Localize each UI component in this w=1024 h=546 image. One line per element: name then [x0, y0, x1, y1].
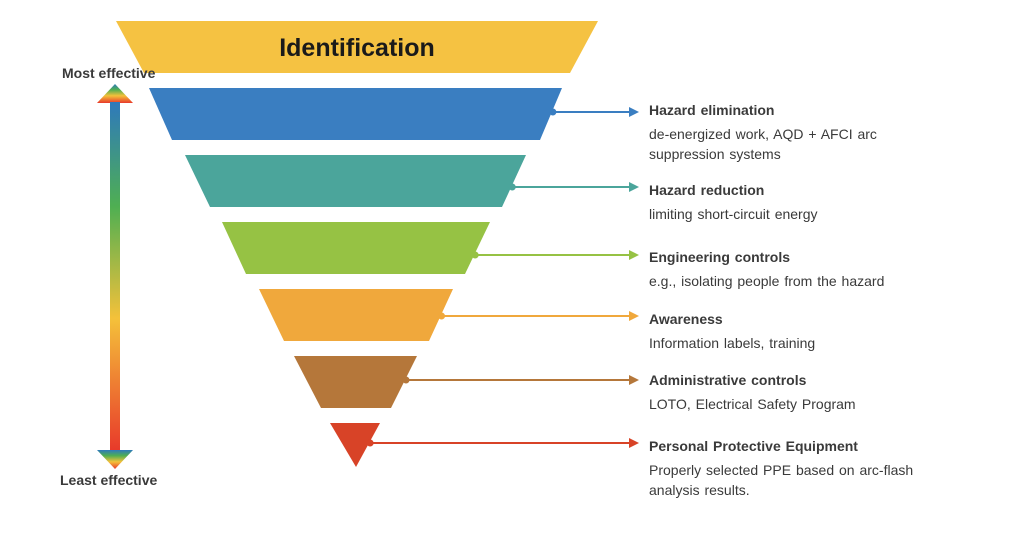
connector-administrative-controls — [402, 375, 639, 385]
entry-description-line: Information labels, training — [649, 335, 816, 351]
connector-arrowhead — [629, 250, 639, 260]
entry-description: e.g., isolating people from the hazard — [649, 271, 949, 291]
entry-title: Engineering controls — [649, 249, 791, 265]
band-engineering-controls — [222, 222, 490, 274]
identification-band — [116, 21, 598, 73]
least-effective-label: Least effective — [60, 472, 158, 488]
connector-arrowhead — [629, 182, 639, 192]
band-administrative-controls — [294, 356, 417, 408]
effectiveness-arrow — [97, 84, 133, 469]
connector-dot — [508, 183, 516, 191]
entry-hazard-elimination: Hazard elimination de-energized work, AQD… — [649, 101, 949, 164]
connector-hazard-elimination — [549, 107, 639, 117]
entry-engineering-controls: Engineering controls e.g., isolating peop… — [649, 248, 949, 291]
connector-awareness — [438, 311, 639, 321]
entry-description: limiting short-circuit energy — [649, 204, 949, 224]
entry-title: Administrative controls — [649, 372, 807, 388]
entry-title: Personal Protective Equipment — [649, 438, 858, 454]
entry-hazard-reduction: Hazard reduction limiting short-circuit e… — [649, 181, 949, 224]
connector-dot — [471, 251, 479, 259]
band-personal-protective-equipment — [330, 423, 380, 467]
entry-description-line: limiting short-circuit energy — [649, 206, 818, 222]
band-hazard-elimination — [149, 88, 562, 140]
arrow-down-head — [97, 450, 133, 469]
connector-personal-protective-equipment — [366, 438, 639, 448]
band-hazard-reduction — [185, 155, 526, 207]
identification-title: Identification — [279, 34, 435, 62]
connector-engineering-controls — [471, 250, 639, 260]
entry-description-line: LOTO, Electrical Safety Program — [649, 396, 856, 412]
connector-dot — [549, 108, 557, 116]
entry-description: de-energized work, AQD + AFCI arc suppres… — [649, 124, 949, 164]
entry-description-line: de-energized work, AQD + AFCI arc — [649, 126, 877, 142]
entry-title: Hazard reduction — [649, 182, 765, 198]
entry-title: Hazard elimination — [649, 102, 775, 118]
entry-description: LOTO, Electrical Safety Program — [649, 394, 949, 414]
entry-description: Information labels, training — [649, 333, 949, 353]
connector-dot — [366, 439, 374, 447]
arrow-up-head — [97, 84, 133, 103]
connector-hazard-reduction — [508, 182, 639, 192]
entry-title: Awareness — [649, 311, 723, 327]
entry-description-line: e.g., isolating people from the hazard — [649, 273, 885, 289]
connector-arrowhead — [629, 438, 639, 448]
entry-description-line: suppression systems — [649, 146, 781, 162]
entry-description: Properly selected PPE based on arc-flash… — [649, 460, 949, 500]
entry-description-line: Properly selected PPE based on arc-flash — [649, 462, 914, 478]
entry-description-line: analysis results. — [649, 482, 750, 498]
connector-dot — [438, 312, 446, 320]
band-awareness — [259, 289, 453, 341]
arrow-shaft — [110, 102, 120, 451]
connector-arrowhead — [629, 107, 639, 117]
connector-arrowhead — [629, 311, 639, 321]
connector-dot — [402, 376, 410, 384]
most-effective-label: Most effective — [62, 65, 156, 81]
connector-arrowhead — [629, 375, 639, 385]
